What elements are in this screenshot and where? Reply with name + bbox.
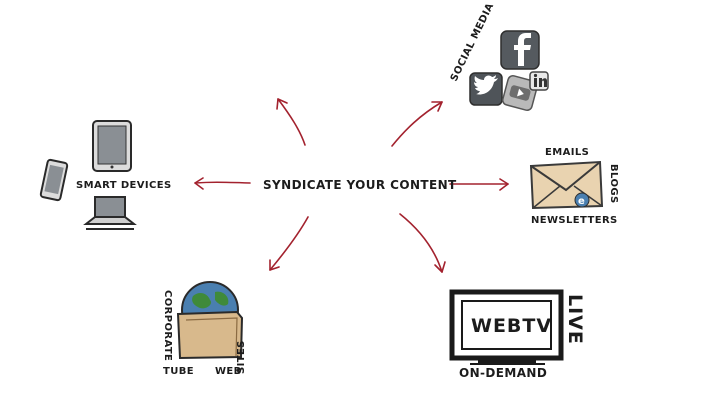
smart-devices-group: SMART DEVICES	[39, 120, 172, 230]
tube-label: TUBE	[163, 366, 194, 377]
center-label: SYNDICATE YOUR CONTENT	[263, 178, 457, 192]
twitter-icon	[469, 72, 503, 106]
social-media-label: SOCIAL MEDIA	[449, 1, 496, 83]
mail-group: EMAILS e BLOGS NEWSLETTERS	[529, 147, 619, 226]
facebook-icon	[500, 30, 540, 70]
phone-icon	[39, 158, 69, 202]
arrow-up-left	[276, 98, 306, 146]
websites-group: CORPORATE TUBE WEB SITES	[162, 281, 247, 377]
newsletters-label: NEWSLETTERS	[531, 215, 618, 226]
sites-label: SITES	[236, 340, 247, 374]
emails-label: EMAILS	[545, 147, 589, 158]
tv-icon	[449, 289, 564, 365]
arrow-to-social	[391, 101, 443, 147]
youtube-icon	[502, 75, 538, 111]
linkedin-icon	[529, 71, 549, 91]
folder-icon	[176, 310, 244, 360]
on-demand-label: ON-DEMAND	[459, 366, 547, 380]
blogs-label: BLOGS	[608, 164, 619, 204]
live-label: LIVE	[564, 294, 586, 345]
arrow-to-websites	[269, 216, 309, 271]
laptop-icon	[83, 196, 137, 230]
web-label: WEB	[215, 366, 242, 377]
corporate-label: CORPORATE	[162, 290, 173, 361]
envelope-icon	[529, 160, 604, 210]
svg-text:e: e	[578, 196, 585, 207]
webtv-label: WEBTV	[471, 315, 552, 337]
arrow-to-devices	[194, 177, 251, 190]
smart-devices-label: SMART DEVICES	[76, 180, 172, 191]
ie-badge-icon: e	[574, 192, 590, 208]
tablet-icon	[92, 120, 132, 172]
social-media-group: SOCIAL MEDIA	[449, 1, 549, 111]
arrow-to-webtv	[399, 213, 446, 273]
arrow-to-email	[449, 178, 509, 191]
webtv-group: WEBTV LIVE ON-DEMAND	[449, 289, 586, 380]
